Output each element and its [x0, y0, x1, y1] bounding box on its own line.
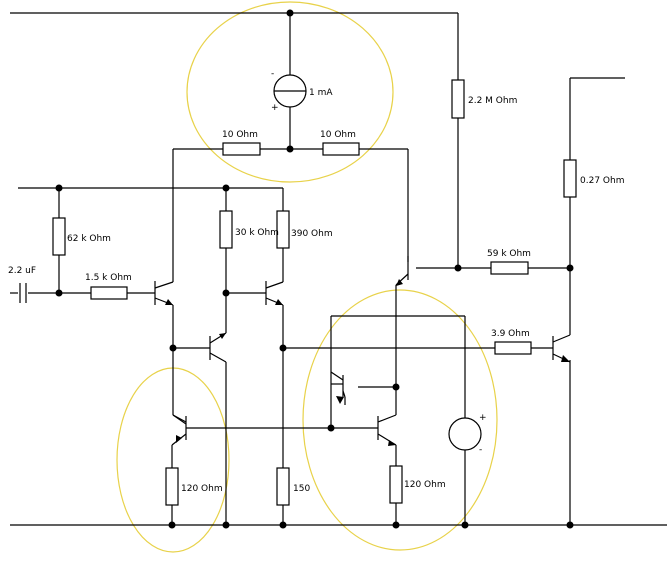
highlight-current-source: [186, 1, 394, 183]
label-r-3-9: 3.9 Ohm: [491, 329, 530, 339]
resistor-1-5k: [90, 286, 128, 300]
junction-dots: [55, 9, 574, 529]
label-source-minus: -: [271, 69, 274, 79]
resistor-2-2m: [451, 79, 465, 119]
label-r-2-2m: 2.2 M Ohm: [468, 96, 517, 106]
resistor-59k: [490, 261, 529, 275]
label-vsource-plus: +: [479, 413, 487, 423]
label-r-390: 390 Ohm: [291, 229, 333, 239]
label-source-plus: +: [271, 103, 279, 113]
resistor-3-9: [494, 341, 532, 355]
label-r-120-right: 120 Ohm: [404, 480, 446, 490]
resistor-0-27: [563, 159, 577, 198]
label-current-source: 1 mA: [309, 88, 333, 98]
resistor-120-right: [389, 465, 403, 504]
component-labels: 1 mA - + 10 Ohm 10 Ohm 2.2 M Ohm 0.27 Oh…: [8, 69, 624, 494]
resistor-30k: [219, 210, 233, 249]
resistor-10-right: [322, 142, 360, 156]
label-r-10-left: 10 Ohm: [222, 130, 258, 140]
voltage-source: [448, 417, 482, 451]
highlight-right-pair: [302, 289, 498, 551]
label-r-10-right: 10 Ohm: [320, 130, 356, 140]
resistors: [52, 79, 577, 506]
label-r-0-27: 0.27 Ohm: [580, 176, 624, 186]
resistor-150: [276, 467, 290, 506]
transistors: [154, 255, 571, 446]
resistor-120-left: [165, 467, 179, 506]
wires: [10, 12, 667, 526]
resistor-10-left: [222, 142, 261, 156]
label-r-150: 150: [293, 484, 310, 494]
label-r-30k: 30 k Ohm: [235, 228, 279, 238]
resistor-390: [276, 210, 290, 249]
input-capacitor: [19, 283, 27, 303]
label-vsource-minus: -: [479, 445, 482, 455]
label-r-1-5k: 1.5 k Ohm: [85, 273, 132, 283]
resistor-62k: [52, 217, 66, 256]
label-r-120-left: 120 Ohm: [181, 484, 223, 494]
current-source-1ma: [273, 74, 307, 108]
label-r-62k: 62 k Ohm: [67, 234, 111, 244]
label-r-59k: 59 k Ohm: [487, 249, 531, 259]
label-c-input: 2.2 uF: [8, 266, 36, 276]
